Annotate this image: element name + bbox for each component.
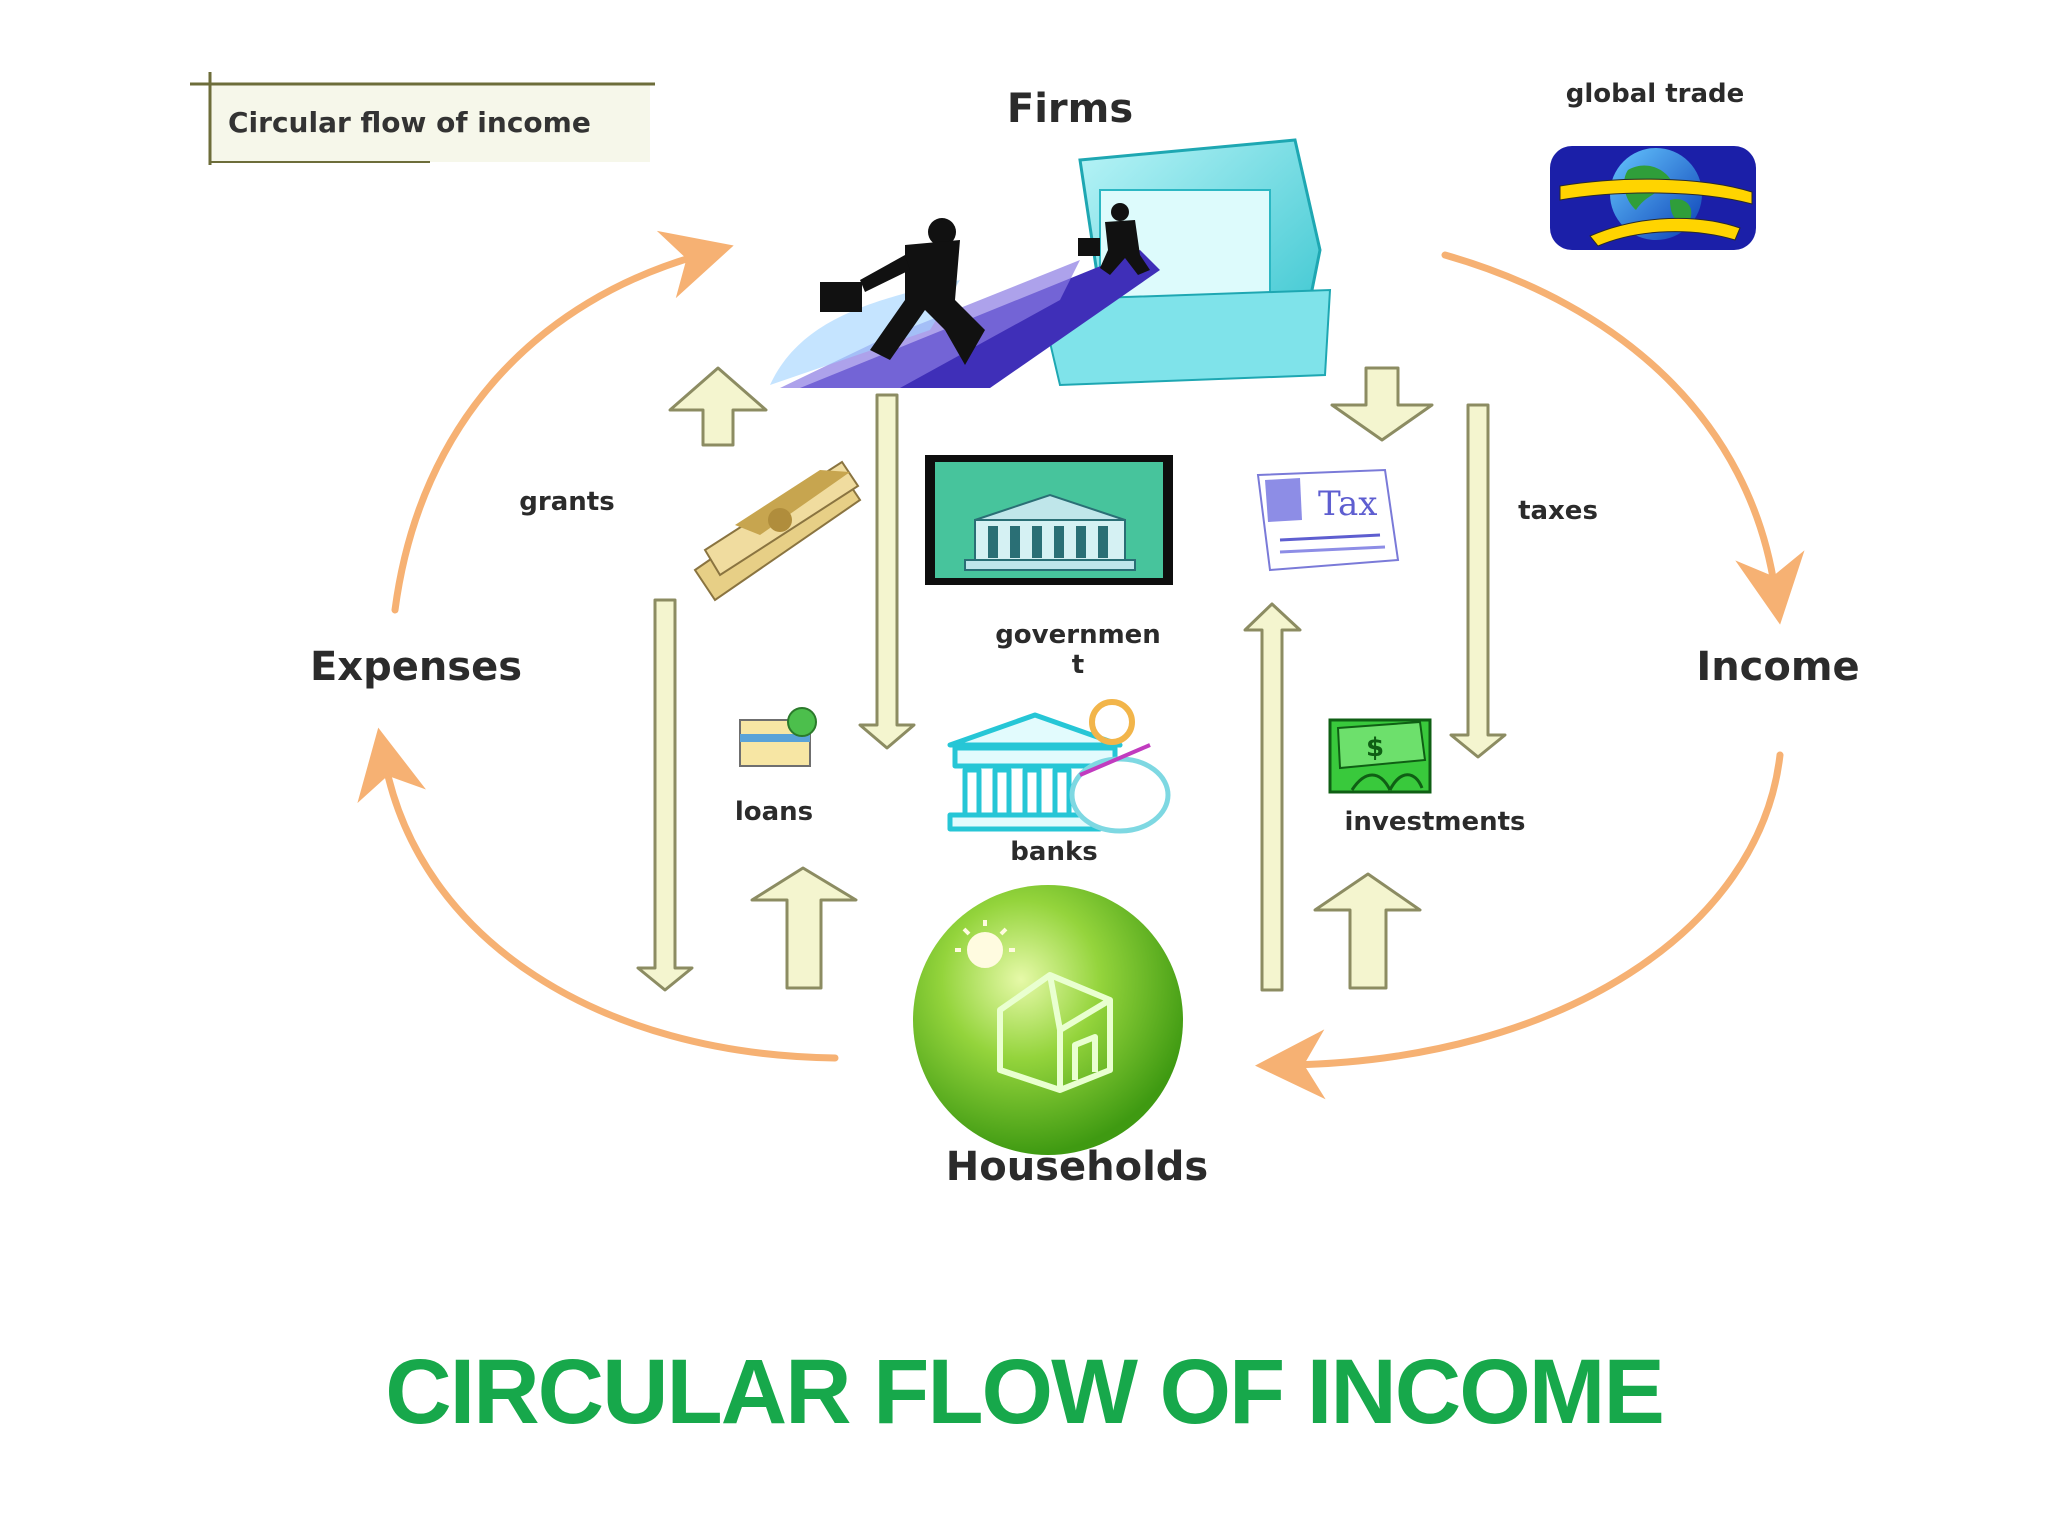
loop-arrow-bottom-right	[1255, 751, 1784, 1100]
svg-text:Tax: Tax	[1318, 484, 1377, 524]
money-icon	[693, 460, 862, 602]
flow-arrows	[636, 366, 1507, 992]
expenses-label: Expenses	[310, 644, 522, 690]
flow-arrow-up-loans	[750, 866, 858, 990]
flow-arrow-up-top-left	[668, 366, 768, 447]
slide-title: CIRCULAR FLOW OF INCOME	[385, 1341, 1665, 1443]
grants-label: grants	[519, 487, 614, 517]
loop-arrow-bottom-left	[357, 727, 839, 1062]
flow-arrow-up-investments	[1313, 872, 1422, 990]
loans-label: loans	[735, 797, 813, 827]
bank-piggy-icon	[947, 699, 1171, 834]
tax-form-icon: Tax	[1256, 468, 1400, 572]
loop-arrows	[357, 230, 1805, 1100]
flow-arrow-firms-down	[858, 393, 916, 750]
global-trade-label: global trade	[1566, 79, 1745, 109]
flow-arrow-taxes-down	[1449, 403, 1507, 759]
diagram-tag-label: Circular flow of income	[228, 106, 591, 139]
flow-arrow-grants-down	[636, 598, 694, 992]
flow-arrow-down-top-right	[1330, 366, 1434, 442]
investments-label: investments	[1344, 807, 1525, 837]
money-plant-icon: $	[1328, 718, 1432, 794]
government-label-line2: t	[1072, 650, 1084, 680]
firms-illustration	[770, 138, 1332, 388]
loan-card-icon	[739, 707, 817, 767]
household-ball-icon	[913, 885, 1183, 1155]
banks-label: banks	[1010, 837, 1097, 867]
taxes-label: taxes	[1518, 496, 1598, 526]
income-label: Income	[1696, 644, 1859, 690]
government-label-line1: governmen	[995, 620, 1161, 650]
firms-label: Firms	[1007, 86, 1133, 132]
loop-arrow-top-left	[391, 230, 734, 614]
flow-arrow-up-right	[1243, 602, 1302, 992]
svg-text:$: $	[1366, 733, 1384, 763]
globe-icon	[1550, 146, 1756, 250]
government-building-icon	[925, 455, 1173, 585]
households-label: Households	[946, 1144, 1208, 1190]
diagram-tag: Circular flow of income	[190, 72, 655, 165]
loop-arrow-top-right	[1441, 251, 1805, 625]
